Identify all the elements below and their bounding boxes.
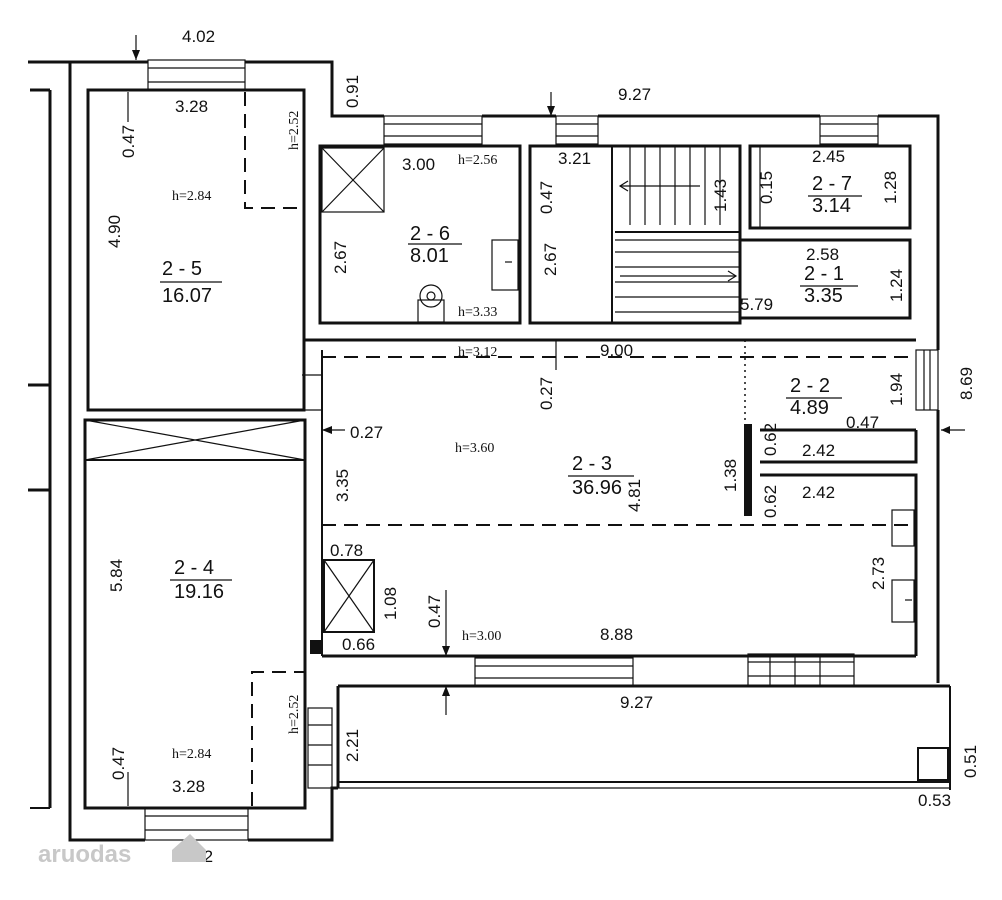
room-2-7-id: 2 - 7	[812, 173, 852, 195]
dim-text: 0.78	[330, 541, 363, 560]
room-2-3-id: 2 - 3	[572, 453, 612, 475]
dim-text: 2.73	[869, 557, 888, 590]
room-2-5-area: 16.07	[162, 285, 212, 307]
dim-text: 0.62	[761, 485, 780, 518]
room-2-6-area: 8.01	[410, 245, 449, 267]
height-2-5: h=2.84	[172, 189, 211, 204]
dim-text: 2.42	[802, 483, 835, 502]
room-2-4-area: 19.16	[174, 581, 224, 603]
height-2-3-lower: h=3.00	[462, 629, 501, 644]
dim-text: 4.02	[182, 27, 215, 46]
dim-text: 1.08	[381, 587, 400, 620]
room-2-6-id: 2 - 6	[410, 223, 450, 245]
dim-text: 0.62	[761, 423, 780, 456]
dim-text: 9.27	[620, 693, 653, 712]
height-2-4: h=2.84	[172, 747, 211, 762]
dim-text: 8.88	[600, 625, 633, 644]
dim-text: 9.27	[618, 85, 651, 104]
dim-text: 8.69	[957, 367, 976, 400]
height-2-3: h=3.60	[455, 441, 494, 456]
room-2-7-area: 3.14	[812, 195, 851, 217]
dim-text: 5.84	[107, 559, 126, 592]
dim-text: 1.94	[887, 373, 906, 406]
room-2-2-area: 4.89	[790, 397, 829, 419]
dim-text: 3.35	[333, 469, 352, 502]
dim-text: 2.67	[541, 243, 560, 276]
room-2-1-area: 3.35	[804, 285, 843, 307]
dim-text: 0.47	[119, 125, 138, 158]
dim-text: 0.15	[757, 171, 776, 204]
watermark: aruodas	[38, 834, 206, 868]
dim-text: 2.21	[343, 729, 362, 762]
room-labels: 2 - 5 16.07 2 - 6 8.01 2 - 7 3.14 2 - 1 …	[160, 173, 862, 603]
room-2-5-id: 2 - 5	[162, 258, 202, 280]
dim-text: 1.24	[887, 269, 906, 302]
dim-text: 0.47	[425, 595, 444, 628]
dim-text: 0.27	[350, 423, 383, 442]
dim-text: 3.21	[558, 149, 591, 168]
dim-text: 2.58	[806, 245, 839, 264]
dim-text: 4.81	[625, 479, 644, 512]
dim-text: 0.47	[537, 181, 556, 214]
height-2-4-closet: h=2.52	[287, 695, 302, 734]
ceiling-heights: h=2.52 h=2.84 h=2.56 h=3.33 h=3.12 h=3.6…	[172, 111, 501, 762]
stair-treads	[615, 146, 740, 313]
dim-text: 0.27	[537, 377, 556, 410]
dim-text: 9.00	[600, 341, 633, 360]
room-2-4-id: 2 - 4	[174, 557, 214, 579]
dim-text: 0.47	[846, 413, 879, 432]
dim-text: 1.38	[721, 459, 740, 492]
room-2-2-id: 2 - 2	[790, 375, 830, 397]
dim-text: 2.45	[812, 147, 845, 166]
room-2-3-area: 36.96	[572, 477, 622, 499]
dimension-arrows	[127, 35, 965, 806]
dim-text: 5.79	[740, 295, 773, 314]
dim-text: 0.47	[109, 747, 128, 780]
dim-text: 2.67	[331, 241, 350, 274]
height-2-6-top: h=2.56	[458, 153, 497, 168]
dimension-labels: 4.02 0.91 9.27 3.28 0.47 4.90 3.00 2.67 …	[105, 27, 980, 866]
watermark-logo-icon	[172, 834, 206, 862]
dim-text: 0.53	[918, 791, 951, 810]
height-2-5-closet: h=2.52	[287, 111, 302, 150]
dim-text: 2.42	[802, 441, 835, 460]
dim-text: 0.91	[343, 75, 362, 108]
dim-text: 3.28	[172, 777, 205, 796]
dim-text: 1.43	[711, 179, 730, 212]
watermark-text: aruodas	[38, 841, 131, 868]
dim-text: 1.28	[881, 171, 900, 204]
dim-text: 4.90	[105, 215, 124, 248]
room-2-1-id: 2 - 1	[804, 263, 844, 285]
dim-text: 3.00	[402, 155, 435, 174]
dim-text: 3.28	[175, 97, 208, 116]
height-corridor: h=3.12	[458, 345, 497, 360]
interior-walls	[83, 88, 949, 810]
windows	[144, 59, 939, 841]
dim-text: 0.66	[342, 635, 375, 654]
height-2-6-bottom: h=3.33	[458, 305, 497, 320]
dim-text: 0.51	[961, 745, 980, 778]
